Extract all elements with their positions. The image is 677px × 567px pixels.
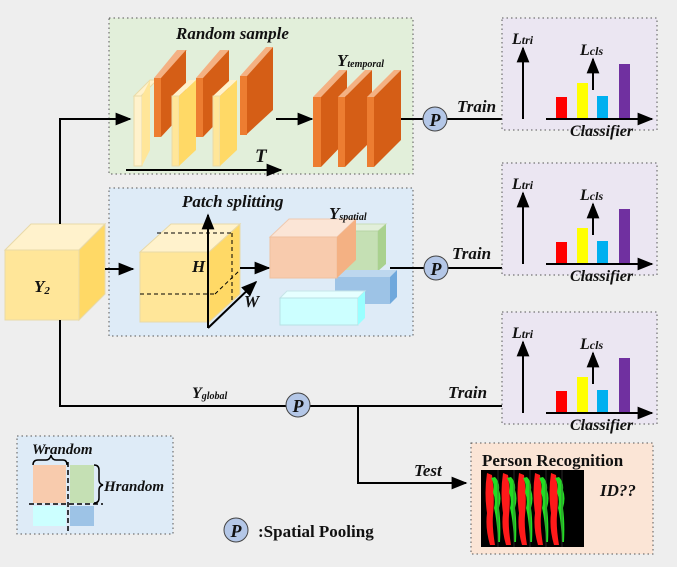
random-patch-grid [29, 454, 104, 533]
temporal-branch-title: Random sample [175, 24, 289, 43]
person-silhouette-image [481, 470, 584, 547]
lcls-label: Lcls [579, 336, 603, 353]
svg-text:P: P [292, 396, 305, 416]
classifier-bar [619, 64, 630, 119]
h-axis-label: H [191, 257, 206, 276]
spatial-patches [268, 218, 397, 326]
ltri-label: Ltri [511, 325, 534, 342]
ltri-label: Ltri [511, 176, 534, 193]
temporal-train-label: Train [457, 97, 496, 116]
silhouette-red [549, 473, 559, 545]
feature-cube [138, 222, 242, 324]
pooling-legend-text: :Spatial Pooling [258, 522, 374, 541]
spatial-branch-title: Patch splitting [181, 192, 284, 211]
silhouette-red [501, 473, 511, 545]
input-label: Y2 [34, 277, 50, 297]
pooling-node-global: P [285, 392, 311, 418]
pooling-node-spatial: P [423, 255, 449, 281]
svg-text:P: P [430, 259, 443, 279]
classifier-label: Classifier [570, 268, 634, 285]
spatial-output-label: Yspatial [329, 204, 367, 223]
classifier-bar [597, 390, 608, 413]
w-random-label: Wrandom [32, 442, 93, 458]
svg-text:P: P [429, 110, 442, 130]
recognition-title: Person Recognition [482, 451, 624, 470]
input-feature-cube [3, 222, 107, 322]
temporal-features [313, 70, 401, 167]
spatial-train-label: Train [452, 244, 491, 263]
classifier-label: Classifier [570, 417, 634, 434]
classifier-bar [619, 358, 630, 413]
lcls-label: Lcls [579, 187, 603, 204]
classifier-bar [577, 228, 588, 264]
pooling-legend-icon: P [223, 517, 249, 543]
svg-text:P: P [230, 521, 243, 541]
recognition-id-text: ID?? [599, 481, 636, 500]
global-label: Yglobal [192, 385, 228, 402]
time-axis-label: T [255, 146, 268, 167]
classifier-label: Classifier [570, 123, 634, 140]
sampled-frames [132, 47, 273, 167]
classifier-bar [556, 242, 567, 264]
global-train-label: Train [448, 383, 487, 402]
temporal-output-label: Ytemporal [337, 51, 384, 70]
classifier-bar [577, 83, 588, 119]
w-axis-label: W [244, 292, 261, 311]
classifier-bar [597, 96, 608, 119]
classifier-bar [556, 97, 567, 119]
h-random-label: Hrandom [103, 479, 164, 495]
silhouette-red [533, 473, 543, 545]
classifier-bar [597, 241, 608, 264]
w-axis-arrow [207, 280, 258, 329]
classifier-bar [577, 377, 588, 413]
test-label: Test [414, 461, 443, 480]
classifier-bar [619, 209, 630, 264]
classifier-bar [556, 391, 567, 413]
pooling-node-temporal: P [422, 106, 448, 132]
silhouette-red [485, 473, 495, 545]
silhouette-red [517, 473, 527, 545]
lcls-label: Lcls [579, 42, 603, 59]
ltri-label: Ltri [511, 31, 534, 48]
